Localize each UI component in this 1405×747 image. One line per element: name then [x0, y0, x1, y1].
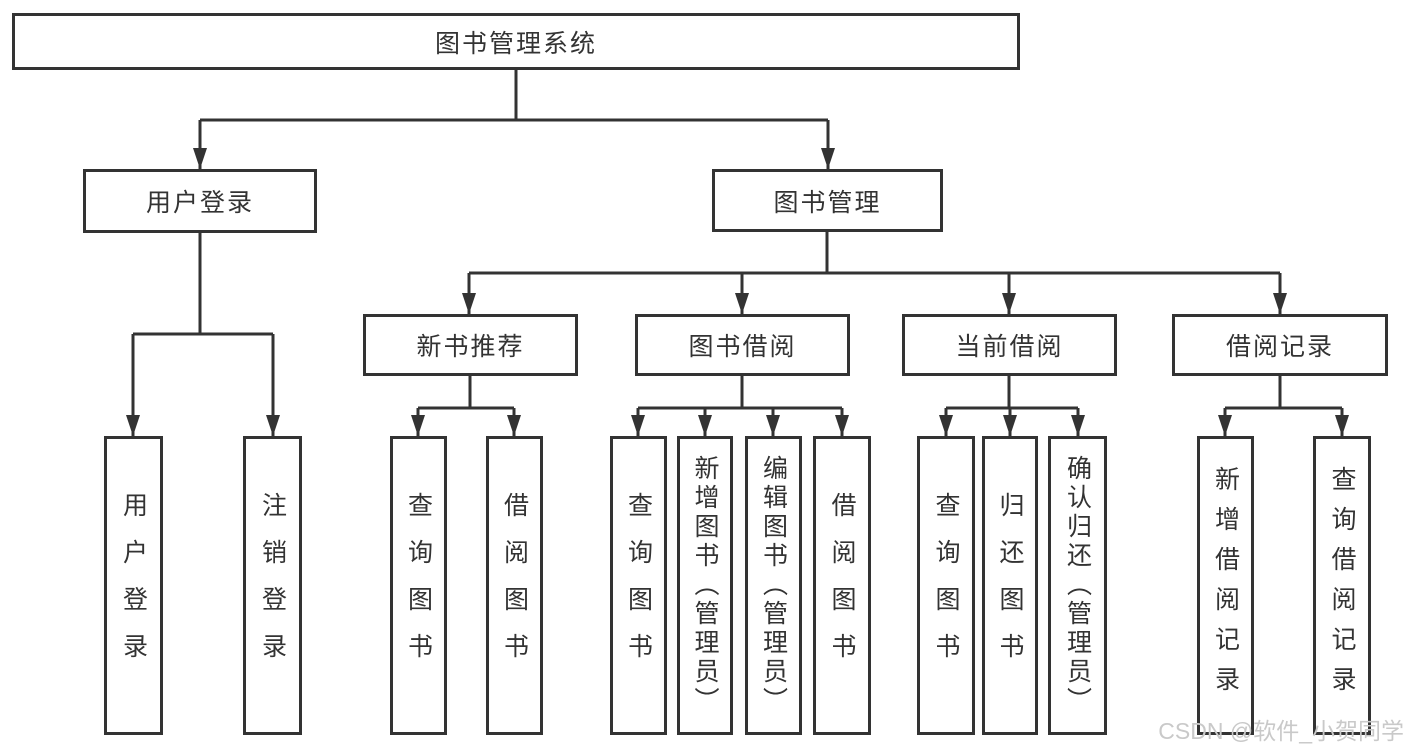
- leaf-label: 借阅图书: [500, 491, 529, 680]
- leaf-add-book-admin: 新增图书（管理员）: [677, 436, 733, 735]
- leaf-borrow-book: 借阅图书: [813, 436, 871, 735]
- leaf-logout: 注销登录: [243, 436, 302, 735]
- leaf-label: 新增借阅记录: [1211, 465, 1240, 706]
- leaf-user-login: 用户登录: [104, 436, 163, 735]
- leaf-label: 注销登录: [258, 491, 287, 680]
- leaf-return-book: 归还图书: [982, 436, 1038, 735]
- node-borrow-records: 借阅记录: [1172, 314, 1388, 376]
- leaf-edit-book-admin: 编辑图书（管理员）: [745, 436, 802, 735]
- leaf-add-borrow-record: 新增借阅记录: [1197, 436, 1254, 735]
- leaf-label: 用户登录: [119, 491, 148, 680]
- leaf-label: 查询借阅记录: [1328, 465, 1356, 706]
- node-label: 当前借阅: [955, 333, 1064, 361]
- node-user-login: 用户登录: [83, 169, 317, 233]
- leaf-label: 查询图书: [932, 491, 960, 680]
- node-label: 图书管理系统: [434, 29, 597, 58]
- arrowheads: [126, 148, 1349, 436]
- leaf-query-book-borrow: 查询图书: [610, 436, 667, 735]
- leaf-label: 编辑图书（管理员）: [759, 455, 788, 716]
- node-label: 用户登录: [145, 189, 254, 217]
- leaf-label: 新增图书（管理员）: [691, 455, 719, 716]
- leaf-borrow-book-recommend: 借阅图书: [486, 436, 543, 735]
- node-label: 借阅记录: [1225, 333, 1334, 361]
- leaf-confirm-return-admin: 确认归还（管理员）: [1048, 436, 1107, 735]
- leaf-label: 确认归还（管理员）: [1063, 455, 1092, 716]
- node-book-borrow: 图书借阅: [635, 314, 850, 376]
- node-label: 图书管理: [773, 188, 882, 217]
- node-label: 图书借阅: [688, 333, 797, 361]
- node-library-management-system: 图书管理系统: [12, 13, 1020, 70]
- leaf-label: 查询图书: [404, 491, 433, 680]
- leaf-query-borrow-record: 查询借阅记录: [1313, 436, 1371, 735]
- leaf-query-book-recommend: 查询图书: [390, 436, 447, 735]
- node-new-book-recommend: 新书推荐: [363, 314, 578, 376]
- leaf-label: 借阅图书: [828, 491, 856, 680]
- node-current-borrow: 当前借阅: [902, 314, 1117, 376]
- leaf-label: 归还图书: [996, 491, 1024, 680]
- node-label: 新书推荐: [416, 333, 525, 361]
- node-book-management: 图书管理: [712, 169, 943, 232]
- csdn-watermark: CSDN @软件_小贺同学: [1158, 718, 1404, 744]
- leaf-query-book-current: 查询图书: [917, 436, 975, 735]
- leaf-label: 查询图书: [624, 491, 653, 680]
